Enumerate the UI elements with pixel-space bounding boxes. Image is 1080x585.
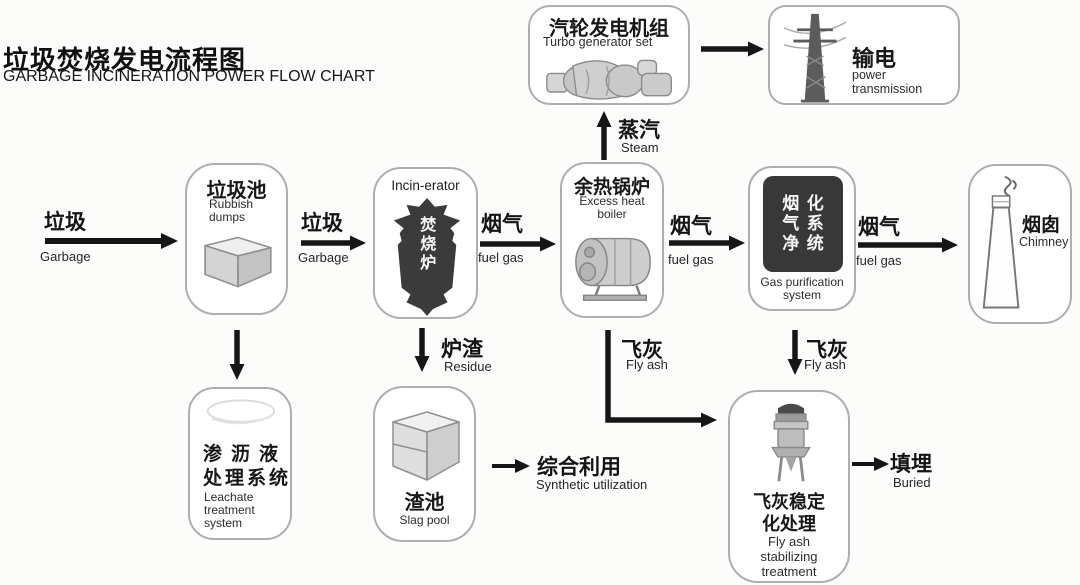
gas-purification-icon: 烟气净 化系统	[763, 176, 843, 272]
leachate-label-en-1: Leachate	[204, 490, 254, 504]
fly-ash-stabilizing-label-en-2: stabilizing	[760, 549, 818, 564]
node-excess-heat-boiler: 余热锅炉 Excess heat boiler	[560, 162, 664, 318]
node-gas-purification: 烟气净 化系统 Gas purification system	[748, 166, 856, 311]
gas-purification-label-col2: 化系统	[806, 193, 824, 254]
rubbish-dumps-label-en-2: dumps	[209, 210, 246, 224]
excess-heat-boiler-label-zh: 余热锅炉	[573, 177, 650, 198]
edge-label-steam-en: Steam	[621, 140, 659, 155]
fly-ash-stabilizing-label-zh-2: 化处理	[762, 514, 816, 534]
leachate-label-en-2: treatment	[204, 503, 255, 517]
arrow-slag-to-use	[492, 459, 530, 473]
arrow-stabilizing-to-buried	[852, 457, 889, 471]
edge-label-residue: 炉渣	[441, 338, 483, 361]
node-power-transmission: 输电 power transmission	[768, 5, 960, 105]
transmission-tower-icon	[784, 13, 846, 103]
edge-label-fly-ash-2: 飞灰	[806, 339, 848, 362]
arrow-steam-up	[596, 111, 612, 160]
node-incinerator: Incin-erator 焚烧炉	[373, 167, 478, 319]
power-transmission-label-en-2: transmission	[852, 82, 923, 96]
edge-label-fuel-gas-2: 烟气	[670, 215, 712, 238]
edge-label-fuel-gas-3: 烟气	[858, 216, 900, 239]
node-chimney: 烟囱 Chimney	[968, 164, 1072, 324]
edge-label-residue-en: Residue	[444, 359, 492, 374]
edge-label-fuel-gas-1: 烟气	[481, 213, 523, 236]
edge-label-fly-ash-2-en: Fly ash	[804, 357, 846, 372]
gas-purification-label-en-1: Gas purification	[760, 275, 844, 289]
chimney-icon	[982, 175, 1020, 309]
power-transmission-label-en-1: power	[852, 68, 887, 82]
excess-heat-boiler-label-en-1: Excess heat	[579, 194, 645, 208]
slag-pool-label-en: Slag pool	[399, 513, 450, 527]
rubbish-dumps-label-en-1: Rubbish	[209, 197, 254, 211]
edge-label-steam: 蒸汽	[618, 119, 660, 142]
page-subtitle: GARBAGE INCINERATION POWER FLOW CHART	[3, 68, 375, 85]
edge-label-buried-en: Buried	[893, 475, 931, 490]
node-slag-pool: 渣池 Slag pool	[373, 386, 476, 542]
edge-label-fuel-gas-1-en: fuel gas	[478, 250, 524, 265]
rubbish-pit-icon	[204, 236, 272, 288]
stabilizer-tank-icon	[771, 403, 811, 482]
leachate-label-zh-1: 渗沥液	[203, 444, 288, 465]
edge-label-fly-ash-1: 飞灰	[621, 339, 663, 362]
chimney-label-en: Chimney	[1019, 235, 1069, 249]
boiler-icon	[575, 237, 651, 301]
turbo-generator-label-en: Turbo generator set	[543, 35, 653, 49]
arrow-incinerator-to-slag	[414, 328, 430, 372]
power-transmission-label-zh: 输电	[852, 46, 897, 71]
edge-label-synthetic-utilization-en: Synthetic utilization	[536, 477, 648, 492]
leachate-label-en-3: system	[204, 516, 243, 530]
edge-label-garbage-2: 垃圾	[301, 212, 343, 235]
arrow-turbo-to-power	[701, 41, 764, 57]
edge-label-synthetic-utilization: 综合利用	[537, 456, 621, 479]
incinerator-icon	[393, 198, 461, 316]
page-title: 垃圾焚烧发电流程图	[3, 45, 247, 75]
edge-label-fuel-gas-3-en: fuel gas	[856, 253, 902, 268]
edge-label-fly-ash-1-en: Fly ash	[626, 357, 668, 372]
incinerator-label-vertical: 焚烧炉	[420, 217, 437, 272]
fly-ash-stabilizing-label-en-3: treatment	[761, 564, 817, 579]
leachate-sketch-icon	[206, 399, 276, 425]
excess-heat-boiler-label-en-2: boiler	[597, 207, 627, 221]
rubbish-dumps-label-zh: 垃圾池	[206, 180, 267, 202]
node-leachate-treatment: 渗沥液 处理系统 Leachate treatment system	[188, 387, 292, 540]
leachate-label-zh-2: 处理系统	[203, 468, 292, 489]
turbine-icon	[546, 59, 672, 100]
edge-label-garbage-1: 垃圾	[44, 211, 86, 234]
arrow-purification-to-stabilizing	[787, 330, 803, 375]
node-turbo-generator: 汽轮发电机组 Turbo generator set	[528, 5, 690, 105]
edge-label-garbage-2-en: Garbage	[298, 250, 349, 265]
node-rubbish-dumps: 垃圾池 Rubbish dumps	[185, 163, 288, 315]
incinerator-label-en: Incin-erator	[391, 178, 460, 193]
turbo-generator-label-zh: 汽轮发电机组	[549, 18, 669, 40]
slag-pit-icon	[392, 411, 460, 481]
edge-label-fuel-gas-2-en: fuel gas	[668, 252, 714, 267]
chimney-label-zh: 烟囱	[1022, 215, 1061, 236]
arrow-dumps-to-leachate	[229, 330, 245, 380]
gas-purification-label-col1: 烟气净	[782, 193, 800, 254]
arrow-dumps-to-incinerator	[301, 235, 366, 251]
fly-ash-stabilizing-label-en-1: Fly ash	[768, 534, 810, 549]
edge-label-garbage-1-en: Garbage	[40, 249, 91, 264]
fly-ash-stabilizing-label-zh-1: 飞灰稳定	[753, 492, 825, 512]
node-fly-ash-stabilizing: 飞灰稳定 化处理 Fly ash stabilizing treatment	[728, 390, 850, 583]
slag-pool-label-zh: 渣池	[404, 492, 445, 514]
gas-purification-label-en-2: system	[782, 288, 821, 302]
edge-label-buried: 填埋	[890, 453, 932, 476]
